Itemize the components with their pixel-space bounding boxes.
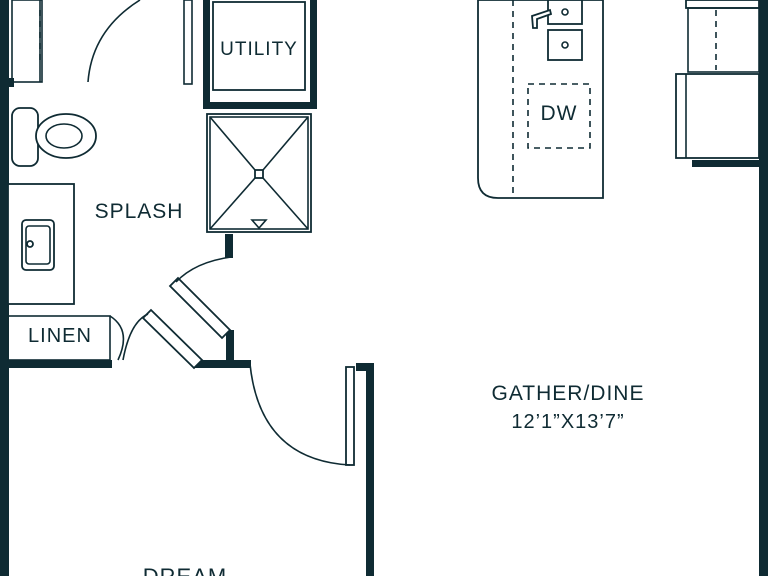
wall-top-left [0, 78, 14, 87]
wall-closet-jamb [226, 330, 234, 364]
sink-drain-2 [561, 41, 569, 49]
door-swing-bedroom [249, 363, 351, 466]
closet-doors [122, 256, 232, 370]
door-swing-closet-lower [122, 313, 149, 361]
vanity [7, 183, 75, 305]
toilet-bowl [35, 113, 97, 159]
wall-utility-right [310, 0, 317, 108]
wall-shower-corner [225, 234, 233, 258]
wall-bath-divider [0, 360, 112, 368]
splash-label: SPLASH [95, 200, 184, 223]
bath-top-area [11, 0, 193, 85]
sink-drain-1 [561, 8, 569, 16]
shower-head [250, 219, 268, 230]
wall-bedroom-right [366, 363, 374, 576]
vanity-sink-basin [25, 225, 51, 265]
dw-label: DW [541, 102, 578, 125]
gather-dine-dimensions: 12’1”X13’7” [511, 411, 624, 433]
linen-frame [7, 315, 111, 361]
sink-basin-2 [547, 29, 583, 61]
kitchen-island: DW [477, 0, 604, 199]
door-swing-bath [87, 0, 141, 83]
faucet [531, 8, 553, 29]
wall-left-exterior [0, 0, 9, 576]
door-leaf-bedroom [345, 366, 355, 466]
wall-utility-bottom [203, 102, 317, 109]
bath-door-jamb [11, 0, 43, 83]
shower-drain [254, 169, 264, 179]
bifold-panel-lower [141, 308, 204, 370]
bedroom-door [249, 363, 355, 466]
wall-right-exterior [759, 0, 768, 576]
wall-closet-corner [193, 360, 251, 368]
toilet-seat [45, 123, 83, 149]
dream-label: DREAM [143, 564, 227, 576]
counter-right-cabinet [687, 7, 760, 73]
gather-dine-label: GATHER/DINE [492, 382, 645, 405]
door-swing-closet-upper [175, 256, 232, 283]
vanity-drain [26, 240, 34, 248]
shower-slope-1 [209, 116, 256, 171]
linen-closet: LINEN [7, 315, 125, 361]
sink-basin-1 [547, 0, 583, 25]
linen-label: LINEN [28, 325, 92, 347]
utility-door-frame [183, 0, 193, 85]
utility-label: UTILITY [220, 39, 298, 60]
utility-closet: UTILITY [212, 1, 306, 91]
toilet [11, 107, 97, 167]
counter-right-upper [685, 0, 760, 9]
shower-slope-2 [262, 116, 309, 171]
shower-slope-4 [262, 177, 309, 230]
fridge [675, 73, 760, 159]
island-counter [477, 0, 604, 199]
shower-slope-3 [209, 177, 256, 230]
door-swing-linen [109, 315, 125, 361]
wall-kitchen-right [692, 160, 768, 167]
dishwasher-outline [527, 83, 591, 149]
utility-appliance [212, 1, 306, 91]
shower [206, 113, 312, 233]
wall-bedroom-top-stub [356, 363, 374, 371]
vanity-sink [21, 219, 55, 271]
wall-utility-left [203, 0, 210, 108]
toilet-tank [11, 107, 39, 167]
bifold-panel-upper [168, 276, 232, 340]
kitchen-right-counter [675, 0, 760, 159]
